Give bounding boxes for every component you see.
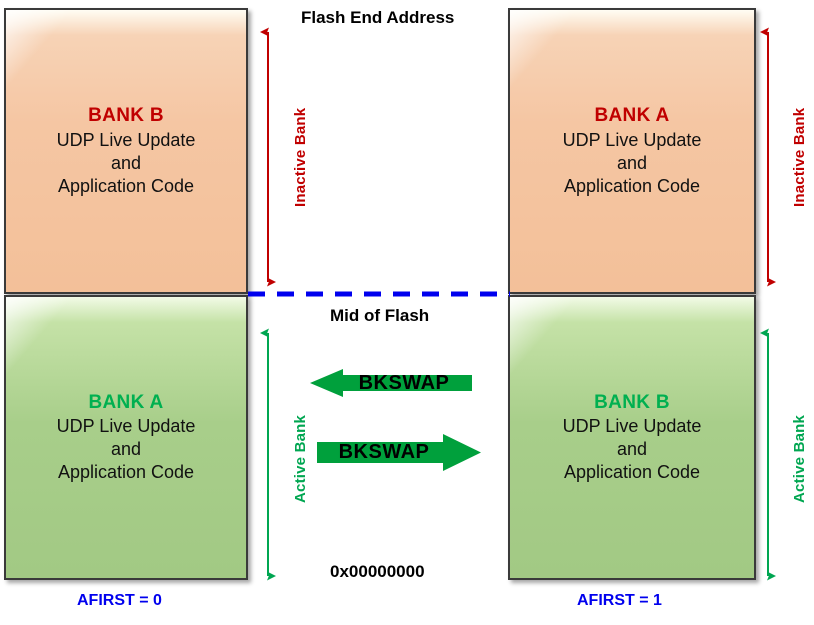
bkswap-arrow-left: BKSWAP [310, 369, 472, 397]
bank-line-right-lower-1: UDP Live Update [562, 416, 702, 437]
bkswap-arrow-left-shape [310, 369, 472, 397]
bank-line-right-upper-3: Application Code [563, 175, 701, 196]
bank-title-left-lower: BANK A [88, 391, 164, 413]
bkswap-arrow-right-shape [317, 434, 481, 471]
bank-line-left-upper-3: Application Code [57, 175, 195, 196]
side-caption-inactive-right: Inactive Bank [791, 107, 808, 207]
bank-line-right-lower-2: and [616, 439, 648, 460]
flash-end-address-label: Flash End Address [301, 8, 455, 27]
base-address-label: 0x00000000 [330, 562, 425, 581]
bank-line-left-lower-1: UDP Live Update [56, 416, 196, 437]
side-caption-active-right: Active Bank [791, 414, 808, 503]
bank-block-right-upper: BANK A UDP Live Update and Application C… [508, 8, 756, 294]
bkswap-arrow-left-label: BKSWAP [358, 371, 450, 394]
bank-line-right-upper-1: UDP Live Update [562, 129, 702, 150]
mid-of-flash-label: Mid of Flash [330, 306, 430, 325]
bank-line-right-lower-3: Application Code [563, 462, 701, 483]
bank-title-right-upper: BANK A [594, 105, 670, 127]
bank-block-left-upper: BANK B UDP Live Update and Application C… [4, 8, 248, 294]
side-caption-inactive-left: Inactive Bank [292, 107, 309, 207]
bank-block-right-lower: BANK B UDP Live Update and Application C… [508, 295, 756, 580]
bank-line-left-upper-1: UDP Live Update [56, 129, 196, 150]
bank-line-left-upper-2: and [110, 152, 142, 173]
afirst-label-left: AFIRST = 0 [77, 592, 162, 609]
afirst-label-right: AFIRST = 1 [577, 592, 662, 609]
bank-block-left-lower: BANK A UDP Live Update and Application C… [4, 295, 248, 580]
bank-line-right-upper-2: and [616, 152, 648, 173]
side-caption-active-left: Active Bank [292, 414, 309, 503]
bkswap-arrow-right-label: BKSWAP [338, 441, 430, 463]
bkswap-arrow-right: BKSWAP [317, 434, 481, 471]
bank-line-left-lower-2: and [110, 439, 142, 460]
bank-title-right-lower: BANK B [594, 391, 670, 413]
bank-title-left-upper: BANK B [88, 105, 164, 127]
bank-line-left-lower-3: Application Code [57, 462, 195, 483]
